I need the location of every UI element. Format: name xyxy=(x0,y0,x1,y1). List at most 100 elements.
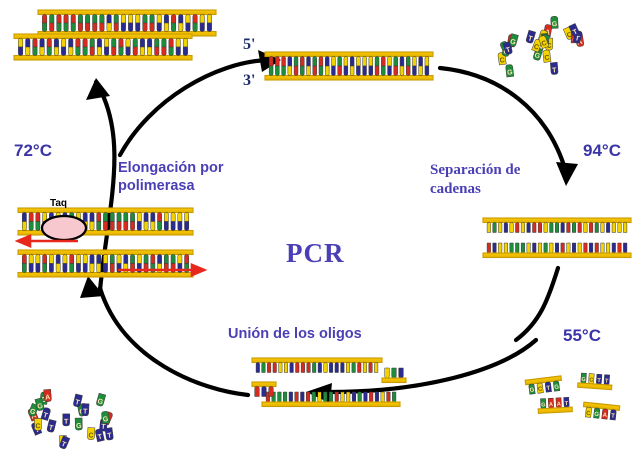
svg-text:C: C xyxy=(547,43,552,50)
svg-text:T: T xyxy=(107,432,113,440)
step-label-annealing: Unión de los oligos xyxy=(228,326,362,342)
temperature-separation: 94°C xyxy=(583,141,621,160)
svg-text:G: G xyxy=(534,52,542,60)
arrow-rightward-head xyxy=(190,263,208,277)
page-title: PCR xyxy=(286,238,345,268)
svg-text:C: C xyxy=(88,432,93,439)
svg-text:T: T xyxy=(83,408,88,415)
free-nucleotide: T xyxy=(62,413,71,427)
free-nucleotide: G xyxy=(96,392,107,406)
svg-text:T: T xyxy=(552,67,558,74)
template-duplex xyxy=(264,51,434,81)
svg-text:G: G xyxy=(594,412,600,418)
svg-text:A: A xyxy=(30,412,37,420)
extension-strand-lower xyxy=(17,249,194,278)
separated-strand-top xyxy=(482,217,632,233)
dntp-nucleotide-pool: AGTTGGGTGTGTGTATTCTCCGAT xyxy=(27,389,114,449)
annealed-strand-bottom xyxy=(261,391,401,408)
svg-text:T: T xyxy=(597,378,601,384)
svg-text:T: T xyxy=(74,399,81,407)
svg-text:T: T xyxy=(48,424,55,432)
svg-text:T: T xyxy=(60,441,67,449)
svg-text:G: G xyxy=(554,384,560,391)
svg-text:C: C xyxy=(541,40,548,48)
free-nucleotide: T xyxy=(46,419,57,433)
svg-text:G: G xyxy=(507,69,514,77)
svg-text:G: G xyxy=(581,377,586,383)
arrow-annealing xyxy=(513,265,561,343)
svg-text:C: C xyxy=(589,377,593,383)
svg-text:G: G xyxy=(103,416,110,424)
free-nucleotide: T xyxy=(525,29,536,44)
arrow-leftward-head xyxy=(14,234,32,248)
svg-text:G: G xyxy=(529,387,535,394)
free-nucleotide: T xyxy=(73,393,83,407)
arrowhead-elongation xyxy=(80,276,104,298)
svg-text:C: C xyxy=(544,55,550,63)
free-nucleotide: T xyxy=(81,403,90,416)
free-nucleotide: G xyxy=(550,16,559,29)
svg-text:C: C xyxy=(538,386,544,393)
free-nucleotide: C xyxy=(538,35,550,50)
free-nucleotide: T xyxy=(502,41,513,55)
svg-text:T: T xyxy=(605,379,609,385)
svg-text:A: A xyxy=(577,39,583,47)
svg-text:T: T xyxy=(611,413,616,419)
svg-text:T: T xyxy=(546,386,551,392)
free-nucleotide: T xyxy=(550,61,559,75)
synthesis-direction-arrows xyxy=(14,234,208,277)
svg-text:T: T xyxy=(527,35,534,43)
svg-text:C: C xyxy=(586,411,592,417)
free-nucleotide: G xyxy=(101,411,110,424)
svg-text:G: G xyxy=(37,403,45,411)
temperature-elongation: 72°C xyxy=(14,141,52,160)
arrow-annealing-2 xyxy=(327,337,539,395)
dna-artwork: GCGCCATGAACCAGGGGCTTTGTCGCTGGCTTGAATCGAT… xyxy=(13,9,632,449)
free-nucleotide: C xyxy=(34,418,42,431)
five-prime-label: 5' xyxy=(243,36,256,53)
free-nucleotide: T xyxy=(568,23,580,37)
free-nucleotide: C xyxy=(542,49,552,63)
step-label-separation-line2: cadenas xyxy=(430,181,481,197)
svg-text:T: T xyxy=(572,28,579,36)
svg-text:T: T xyxy=(505,46,512,54)
svg-text:G: G xyxy=(552,21,558,28)
three-prime-label: 3' xyxy=(243,72,256,89)
svg-text:G: G xyxy=(97,398,105,406)
svg-text:C: C xyxy=(533,43,540,51)
taq-polymerase-shape xyxy=(40,214,88,242)
svg-text:C: C xyxy=(566,31,573,39)
svg-text:A: A xyxy=(602,412,608,418)
free-nucleotide: T xyxy=(104,427,114,441)
free-nucleotides-pool: GCGCCATGAACCAGGGGCTTTGTC xyxy=(497,16,584,78)
arrowhead-products xyxy=(86,78,110,100)
cycle-arrowheads xyxy=(80,50,578,403)
svg-text:T: T xyxy=(574,35,581,43)
free-nucleotide: A xyxy=(43,389,52,402)
svg-text:A: A xyxy=(557,401,561,407)
arrow-cycle-close xyxy=(117,57,271,158)
free-nucleotide: C xyxy=(87,427,96,440)
free-nucleotide: G xyxy=(28,402,40,417)
svg-text:G: G xyxy=(509,38,517,46)
free-nucleotide: T xyxy=(59,435,71,449)
free-nucleotide: G xyxy=(505,64,515,78)
svg-text:G: G xyxy=(541,402,546,408)
svg-text:G: G xyxy=(29,408,37,417)
svg-text:A: A xyxy=(549,402,553,408)
product-duplex-upper xyxy=(37,9,217,37)
svg-text:G: G xyxy=(76,423,82,430)
svg-text:C: C xyxy=(499,57,505,65)
svg-text:T: T xyxy=(97,433,103,441)
svg-text:G: G xyxy=(41,397,48,405)
annealed-strand-top xyxy=(251,357,383,373)
step-label-separation-line1: Separación de xyxy=(430,162,521,178)
annealed-primer-left xyxy=(251,381,277,397)
free-nucleotide: G xyxy=(74,417,83,431)
free-nucleotide: G xyxy=(34,397,45,411)
